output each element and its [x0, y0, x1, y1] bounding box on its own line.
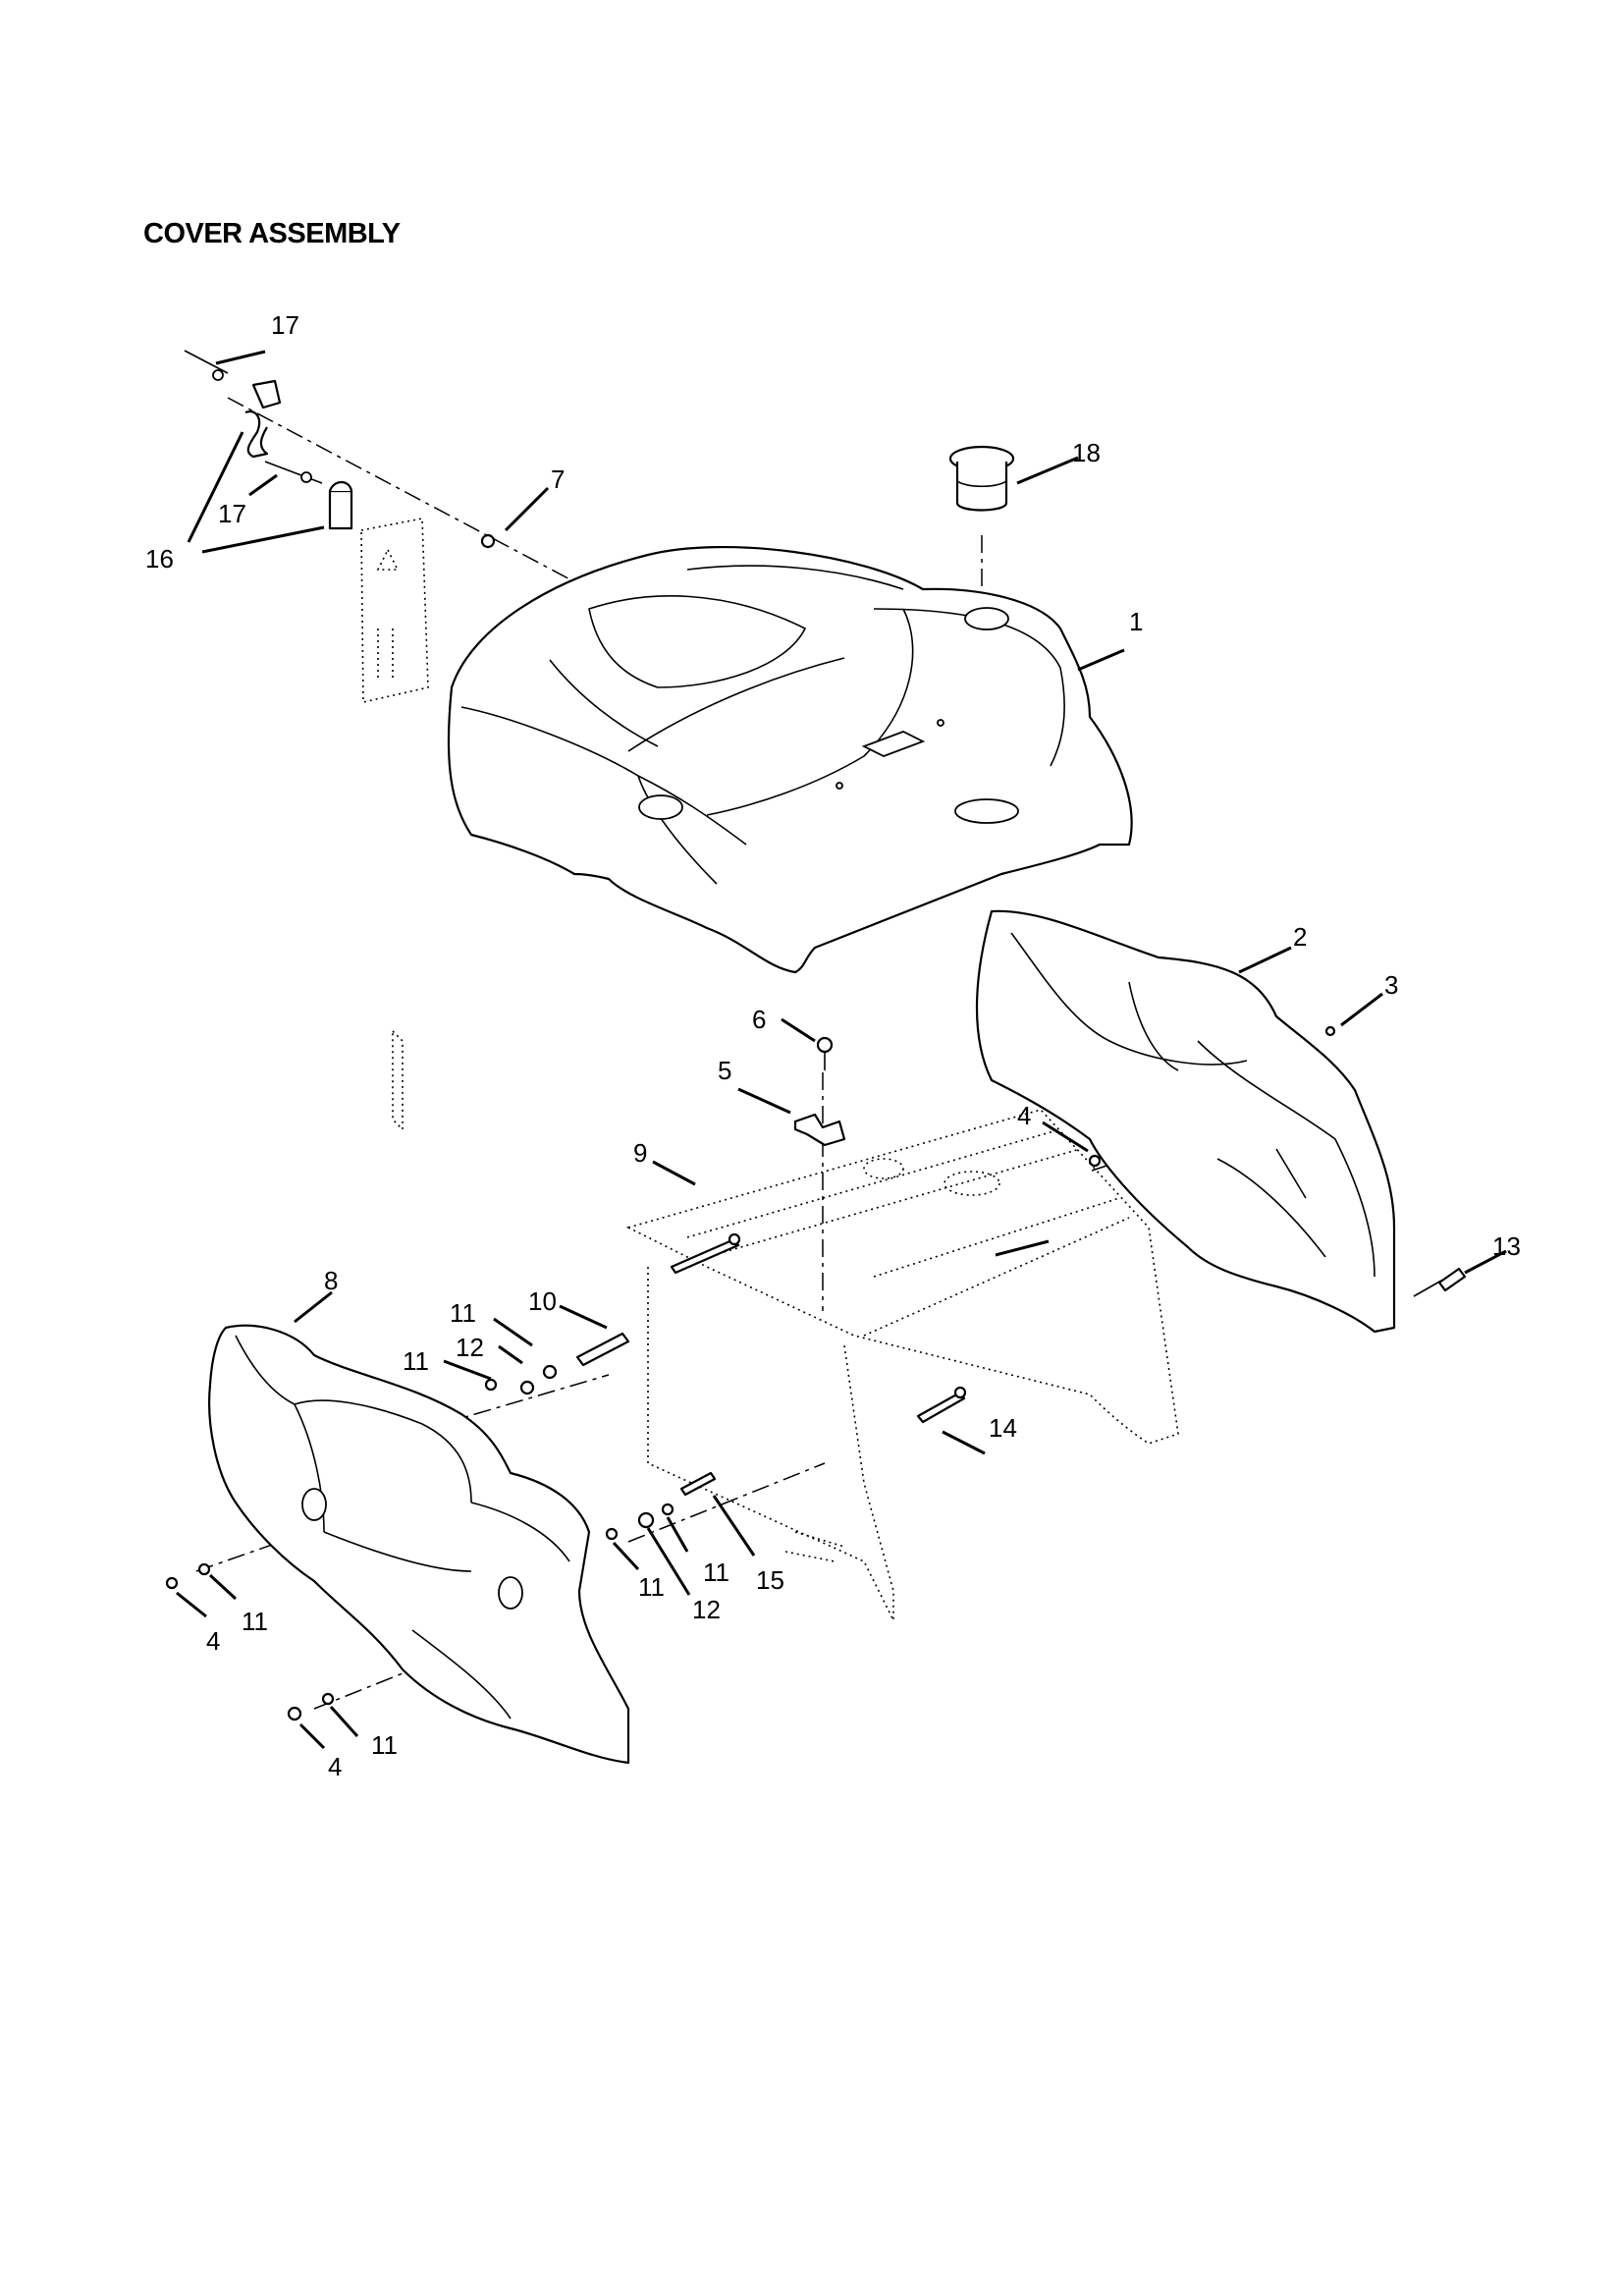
callout-13: 13 — [1492, 1231, 1521, 1261]
callout-2: 2 — [1293, 922, 1307, 952]
callout-4: 4 — [328, 1752, 342, 1781]
callout-12: 12 — [692, 1595, 721, 1624]
diagram-title: COVER ASSEMBLY — [143, 218, 401, 249]
cup-holder — [948, 445, 1015, 512]
pins-and-rods — [575, 1232, 967, 1497]
callout-5: 5 — [718, 1056, 731, 1085]
callout-6: 6 — [752, 1005, 766, 1034]
bracket-and-screw — [793, 1036, 846, 1147]
callout-11: 11 — [638, 1572, 665, 1602]
leader-lines — [176, 350, 1507, 1750]
callout-8: 8 — [324, 1266, 338, 1295]
fasteners — [165, 533, 1467, 1722]
right-fender — [975, 909, 1396, 1334]
callout-12: 12 — [456, 1333, 484, 1362]
callout-1: 1 — [1129, 607, 1143, 636]
callout-14: 14 — [989, 1413, 1017, 1443]
latch-hardware — [184, 350, 429, 703]
callout-3: 3 — [1384, 970, 1398, 1000]
callout-11: 11 — [242, 1607, 268, 1636]
callout-4: 4 — [206, 1626, 220, 1656]
callout-15: 15 — [756, 1565, 784, 1595]
callout-16: 16 — [145, 544, 174, 574]
callout-11: 11 — [450, 1298, 476, 1328]
callout-7: 7 — [551, 465, 565, 494]
left-fender — [208, 1324, 630, 1765]
callout-10: 10 — [528, 1286, 557, 1316]
callout-17: 17 — [271, 310, 299, 340]
callout-4: 4 — [1017, 1101, 1031, 1130]
frame-reference — [392, 1029, 1179, 1621]
callout-9: 9 — [633, 1138, 647, 1168]
callout-11: 11 — [703, 1558, 729, 1587]
callout-11: 11 — [371, 1730, 398, 1760]
callout-11: 11 — [403, 1346, 429, 1376]
callout-18: 18 — [1072, 438, 1101, 467]
callout-labels: 1 2 3 4 4 4 5 6 7 8 9 10 11 11 11 11 11 … — [145, 310, 1521, 1781]
rear-cover — [447, 545, 1133, 974]
callout-17: 17 — [218, 499, 246, 528]
